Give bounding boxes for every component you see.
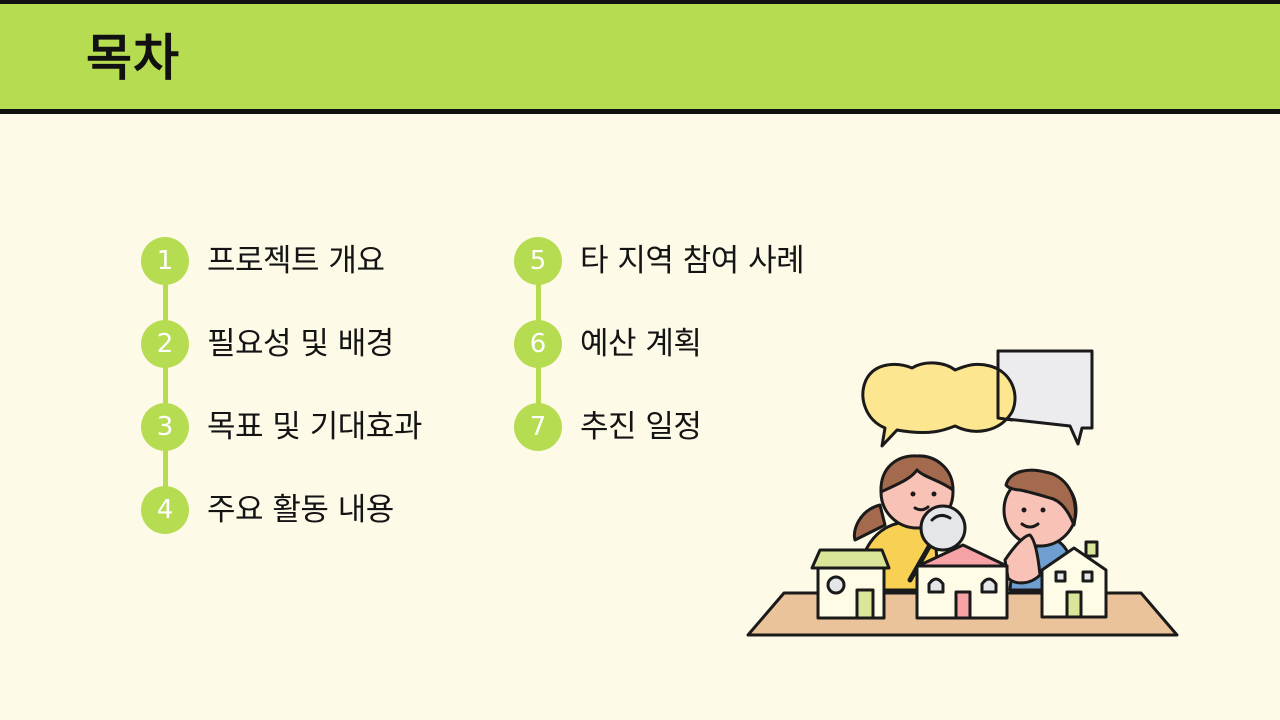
- people-examining-houses-illustration: [740, 340, 1190, 650]
- toc-item-2[interactable]: 2 필요성 및 배경: [141, 320, 422, 403]
- boy-icon: [1002, 468, 1078, 592]
- toc-label: 타 지역 참여 사례: [580, 243, 805, 279]
- timeline-rail: [163, 261, 168, 510]
- house-icon: [915, 543, 1009, 620]
- toc-item-4[interactable]: 4 주요 활동 내용: [141, 486, 422, 569]
- toc-item-3[interactable]: 3 목표 및 기대효과: [141, 403, 422, 486]
- number-badge: 7: [514, 403, 562, 451]
- toc-item-5[interactable]: 5 타 지역 참여 사례: [514, 237, 805, 320]
- toc-item-7[interactable]: 7 추진 일정: [514, 403, 804, 486]
- number-badge: 4: [141, 486, 189, 534]
- house-icon: [810, 548, 891, 620]
- number-badge: 5: [514, 237, 562, 285]
- number-badge: 1: [141, 237, 189, 285]
- toc-column-left: 1 프로젝트 개요 2 필요성 및 배경 3 목표 및 기대효과 4 주요 활동…: [141, 237, 422, 569]
- number-badge: 6: [514, 320, 562, 368]
- toc-item-6[interactable]: 6 예산 계획: [514, 320, 804, 403]
- toc-label: 목표 및 기대효과: [207, 409, 422, 445]
- house-icon: [1040, 540, 1108, 619]
- title-bar: 목차: [0, 0, 1280, 114]
- toc-label: 추진 일정: [580, 409, 702, 445]
- toc-label: 프로젝트 개요: [207, 243, 385, 279]
- number-badge: 3: [141, 403, 189, 451]
- toc-label: 주요 활동 내용: [207, 492, 394, 528]
- number-badge: 2: [141, 320, 189, 368]
- speech-bubble-icon: [861, 349, 1094, 448]
- toc-column-right: 5 타 지역 참여 사례 6 예산 계획 7 추진 일정: [514, 237, 805, 486]
- magnifying-glass-icon: [907, 504, 967, 583]
- toc-label: 필요성 및 배경: [207, 326, 394, 362]
- toc-item-1[interactable]: 1 프로젝트 개요: [141, 237, 422, 320]
- toc-label: 예산 계획: [580, 326, 702, 362]
- page-title: 목차: [86, 29, 180, 87]
